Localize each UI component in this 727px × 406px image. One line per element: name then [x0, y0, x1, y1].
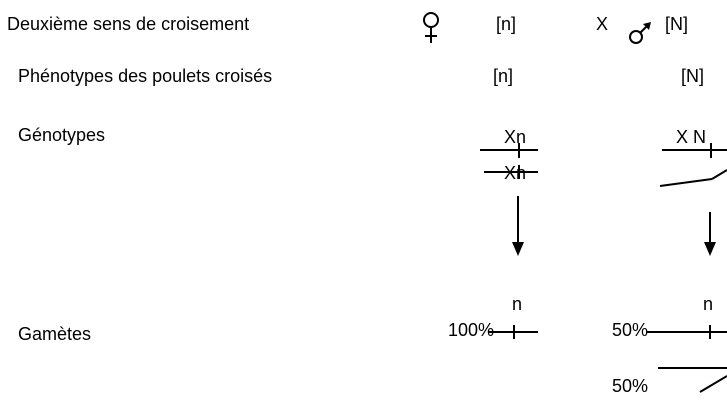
phenotypes-label: Phénotypes des poulets croisés [18, 66, 273, 86]
cross-symbol: X [596, 14, 609, 34]
genotypes-label: Génotypes [18, 125, 106, 145]
female-gamete-percent: 100% [448, 320, 495, 340]
male-genotype-top: X N [676, 127, 707, 147]
male-phenotype-offspring: [N] [681, 66, 705, 86]
male-chromosome-y [659, 178, 713, 187]
male-gamete-allele: n [703, 294, 714, 314]
gametes-label: Gamètes [18, 324, 92, 344]
down-arrow-male [704, 212, 716, 256]
male-gamete-y-hook [699, 375, 727, 393]
male-gamete-percent-2: 50% [612, 376, 649, 396]
female-phenotype-offspring: [n] [493, 66, 514, 86]
male-chromosome-y-hook [711, 169, 727, 180]
cross-direction-label: Deuxième sens de croisement [7, 14, 250, 34]
male-gamete-percent-1: 50% [612, 320, 649, 340]
down-arrow-female [512, 196, 524, 256]
female-symbol [423, 12, 439, 43]
male-symbol [629, 22, 651, 44]
female-phenotype: [n] [496, 14, 517, 34]
male-phenotype: [N] [665, 14, 689, 34]
female-gamete-allele: n [512, 294, 523, 314]
female-genotype-top: Xn [504, 127, 527, 147]
